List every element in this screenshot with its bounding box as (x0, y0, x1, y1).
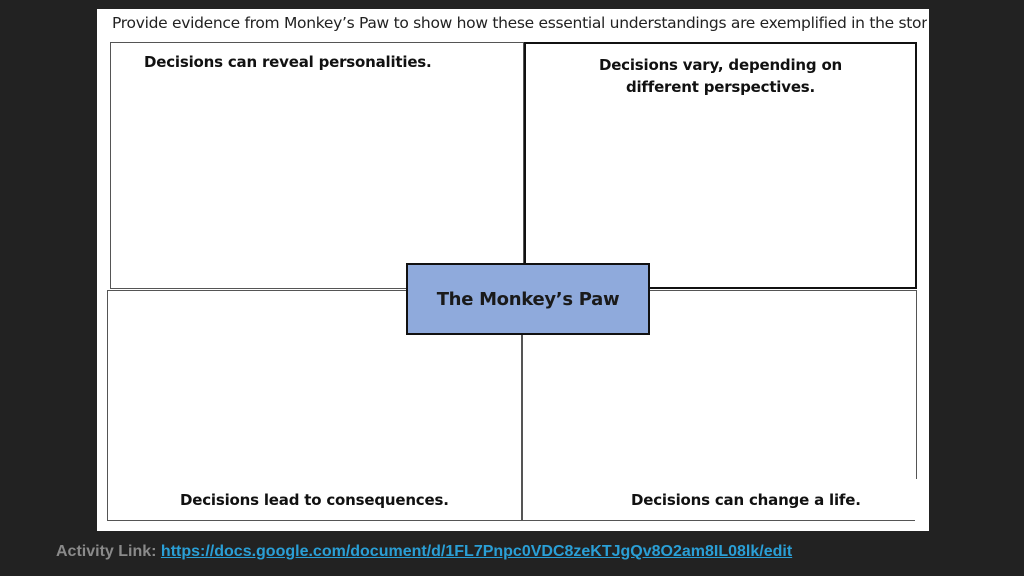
graphic-organizer-document: Provide evidence from Monkey’s Paw to sh… (97, 9, 929, 531)
quadrant-top-left-label: Decisions can reveal personalities. (144, 53, 432, 71)
quadrant-bottom-right-label: Decisions can change a life. (631, 491, 861, 509)
activity-link-footer: Activity Link: https://docs.google.com/d… (56, 543, 792, 561)
quadrant-top-right-label: Decisions vary, depending on different p… (598, 56, 843, 96)
border-gap (915, 479, 929, 524)
instruction-text: Provide evidence from Monkey’s Paw to sh… (112, 14, 927, 32)
activity-link[interactable]: https://docs.google.com/document/d/1FL7P… (160, 543, 793, 560)
activity-link-label: Activity Link: (56, 543, 157, 560)
center-title-box: The Monkey’s Paw (406, 263, 650, 335)
quadrant-bottom-left-label: Decisions lead to consequences. (180, 491, 449, 509)
quadrant-top-left: Decisions can reveal personalities. (110, 42, 524, 289)
quadrant-top-right: Decisions vary, depending on different p… (524, 42, 917, 289)
